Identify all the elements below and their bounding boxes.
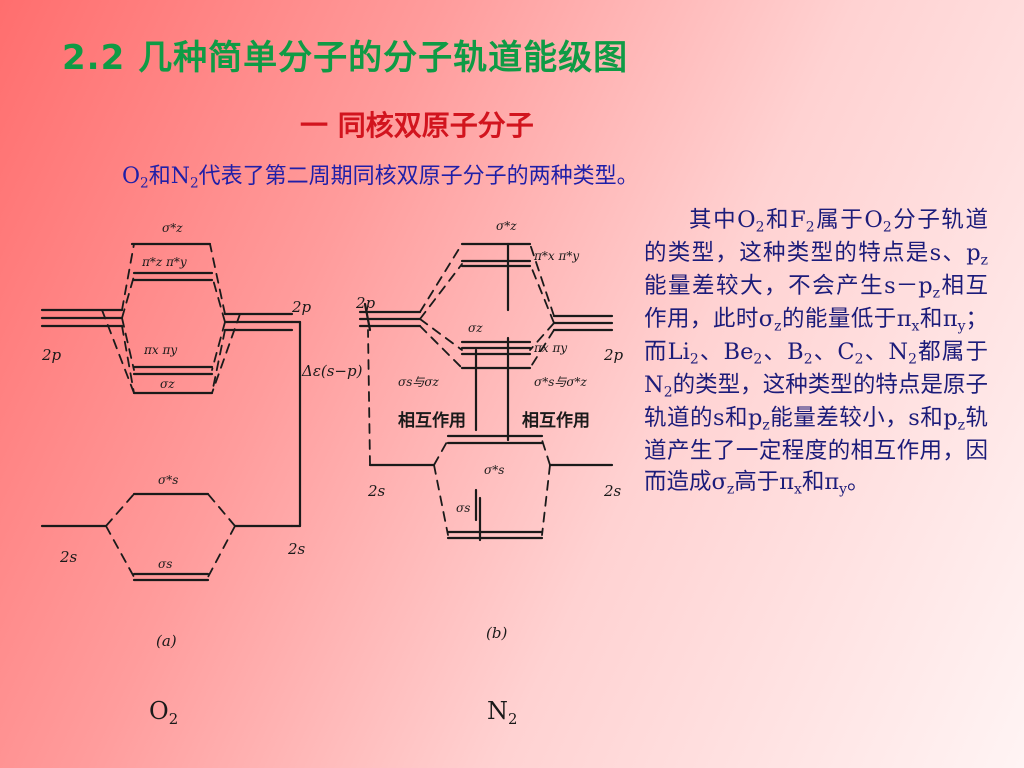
description-paragraph: 其中O2和F2属于O2分子轨道的类型，这种类型的特点是s、pz能量差较大，不会产…: [644, 205, 988, 500]
desc-sub: z: [932, 285, 940, 302]
desc-sub: 2: [755, 219, 765, 236]
label-figure-a: (a): [156, 632, 177, 650]
desc-sub: z: [957, 417, 965, 434]
desc-text: 和π: [919, 305, 958, 332]
desc-sub: y: [957, 318, 966, 335]
desc-text: 都属于N: [644, 338, 988, 398]
desc-text: 的能量低于π: [781, 305, 912, 332]
label-2p-left-b: 2p: [355, 294, 376, 312]
label-sigma-z-a: σz: [160, 377, 175, 391]
label-2s-right-a: 2s: [287, 540, 306, 558]
slide-title: 2.2 几种简单分子的分子轨道能级图: [62, 38, 629, 78]
o2-label-subscript: 2: [168, 709, 179, 728]
label-delta-energy: Δε(s−p): [301, 362, 363, 380]
label-2p-right-b: 2p: [603, 346, 624, 364]
n2-symbol: N: [170, 164, 190, 189]
label-sigma-z-b: σz: [468, 321, 483, 335]
label-sigma-s-star-a: σ*s: [158, 473, 178, 487]
label-interact-left: σs与σz: [398, 375, 440, 389]
desc-sub: 2: [753, 351, 763, 368]
label-2p-right-a: 2p: [291, 298, 312, 316]
n2-diagram: [358, 242, 614, 542]
desc-sub: 2: [854, 351, 864, 368]
intro-rest: 代表了第二周期同核双原子分子的两种类型。: [198, 164, 639, 189]
desc-text: 、N: [863, 338, 909, 365]
desc-sub: z: [774, 318, 782, 335]
desc-sub: z: [726, 481, 735, 498]
desc-sub: 2: [689, 351, 699, 368]
desc-text: 高于π: [734, 469, 794, 496]
desc-text: 和π: [801, 469, 840, 496]
o2-diagram: [40, 242, 302, 582]
label-sigma-s-b: σs: [456, 501, 470, 515]
label-interaction-right: 相互作用: [522, 410, 590, 431]
label-sigma-z-star-a: σ*z: [162, 221, 183, 235]
desc-sub: y: [839, 481, 848, 498]
desc-sub: 2: [803, 351, 813, 368]
desc-sub: 2: [908, 351, 917, 368]
n2-label-subscript: 2: [508, 709, 518, 728]
desc-text: 轨道产生了一定程度的相互作用，因而造成σ: [644, 404, 988, 496]
label-2s-left-a: 2s: [59, 548, 78, 566]
desc-sub: x: [794, 481, 802, 498]
desc-text: 、Be: [698, 338, 754, 365]
label-interaction-left: 相互作用: [398, 410, 466, 431]
n2-subscript: 2: [189, 175, 199, 192]
desc-text: 分子轨道的类型，这种类型的特点是s、p: [644, 207, 988, 266]
label-pi-star-b: π*x π*y: [533, 249, 579, 263]
mo-energy-diagram: 2p 2p 2s 2s σ*z π*z π*y πx πy σz σ*s σs …: [40, 219, 624, 650]
o2-subscript: 2: [140, 175, 149, 192]
desc-text: 其中O: [689, 207, 756, 233]
desc-text: 。: [847, 469, 870, 496]
desc-text: 相互作用，此时σ: [644, 272, 988, 332]
label-sigma-s-star-b: σ*s: [484, 463, 504, 477]
o2-symbol: O: [122, 164, 141, 189]
section-heading: 一 同核双原子分子: [300, 109, 534, 142]
label-interact-right: σ*s与σ*z: [534, 375, 588, 389]
desc-text: ；而Li: [644, 305, 988, 365]
desc-sub: z: [980, 252, 988, 269]
label-pi-star-a: π*z π*y: [141, 255, 187, 269]
label-2p-left-a: 2p: [41, 346, 62, 364]
desc-text: 的类型，这种类型的特点是原子轨道的s和p: [644, 371, 988, 431]
molecule-label-n2: N2: [487, 697, 517, 728]
label-figure-b: (b): [486, 624, 507, 642]
n2-label-symbol: N: [487, 697, 508, 725]
desc-sub: 2: [882, 219, 892, 236]
desc-sub: z: [762, 417, 770, 434]
label-2s-left-b: 2s: [367, 482, 386, 500]
molecule-label-o2: O2: [149, 697, 178, 728]
desc-text: 和F: [764, 207, 806, 233]
desc-text: 、B: [762, 338, 804, 365]
label-pi-xy-a: πx πy: [143, 343, 177, 357]
desc-text: 能量差较小，s和p: [769, 404, 958, 431]
o2-label-symbol: O: [149, 697, 169, 725]
label-sigma-s-a: σs: [158, 557, 172, 571]
label-sigma-z-star-b: σ*z: [496, 219, 517, 233]
desc-text: 属于O: [814, 207, 883, 233]
desc-text: 、C: [812, 338, 855, 365]
desc-sub: x: [911, 318, 920, 335]
desc-text: 能量差较大，不会产生s－p: [644, 272, 933, 299]
desc-sub: 2: [663, 384, 673, 401]
intro-sentence: O2和N2代表了第二周期同核双原子分子的两种类型。: [122, 158, 639, 191]
desc-sub: 2: [805, 219, 815, 236]
and-text: 和: [148, 164, 171, 189]
label-pi-xy-b: πx πy: [533, 341, 567, 355]
label-2s-right-b: 2s: [603, 482, 622, 500]
